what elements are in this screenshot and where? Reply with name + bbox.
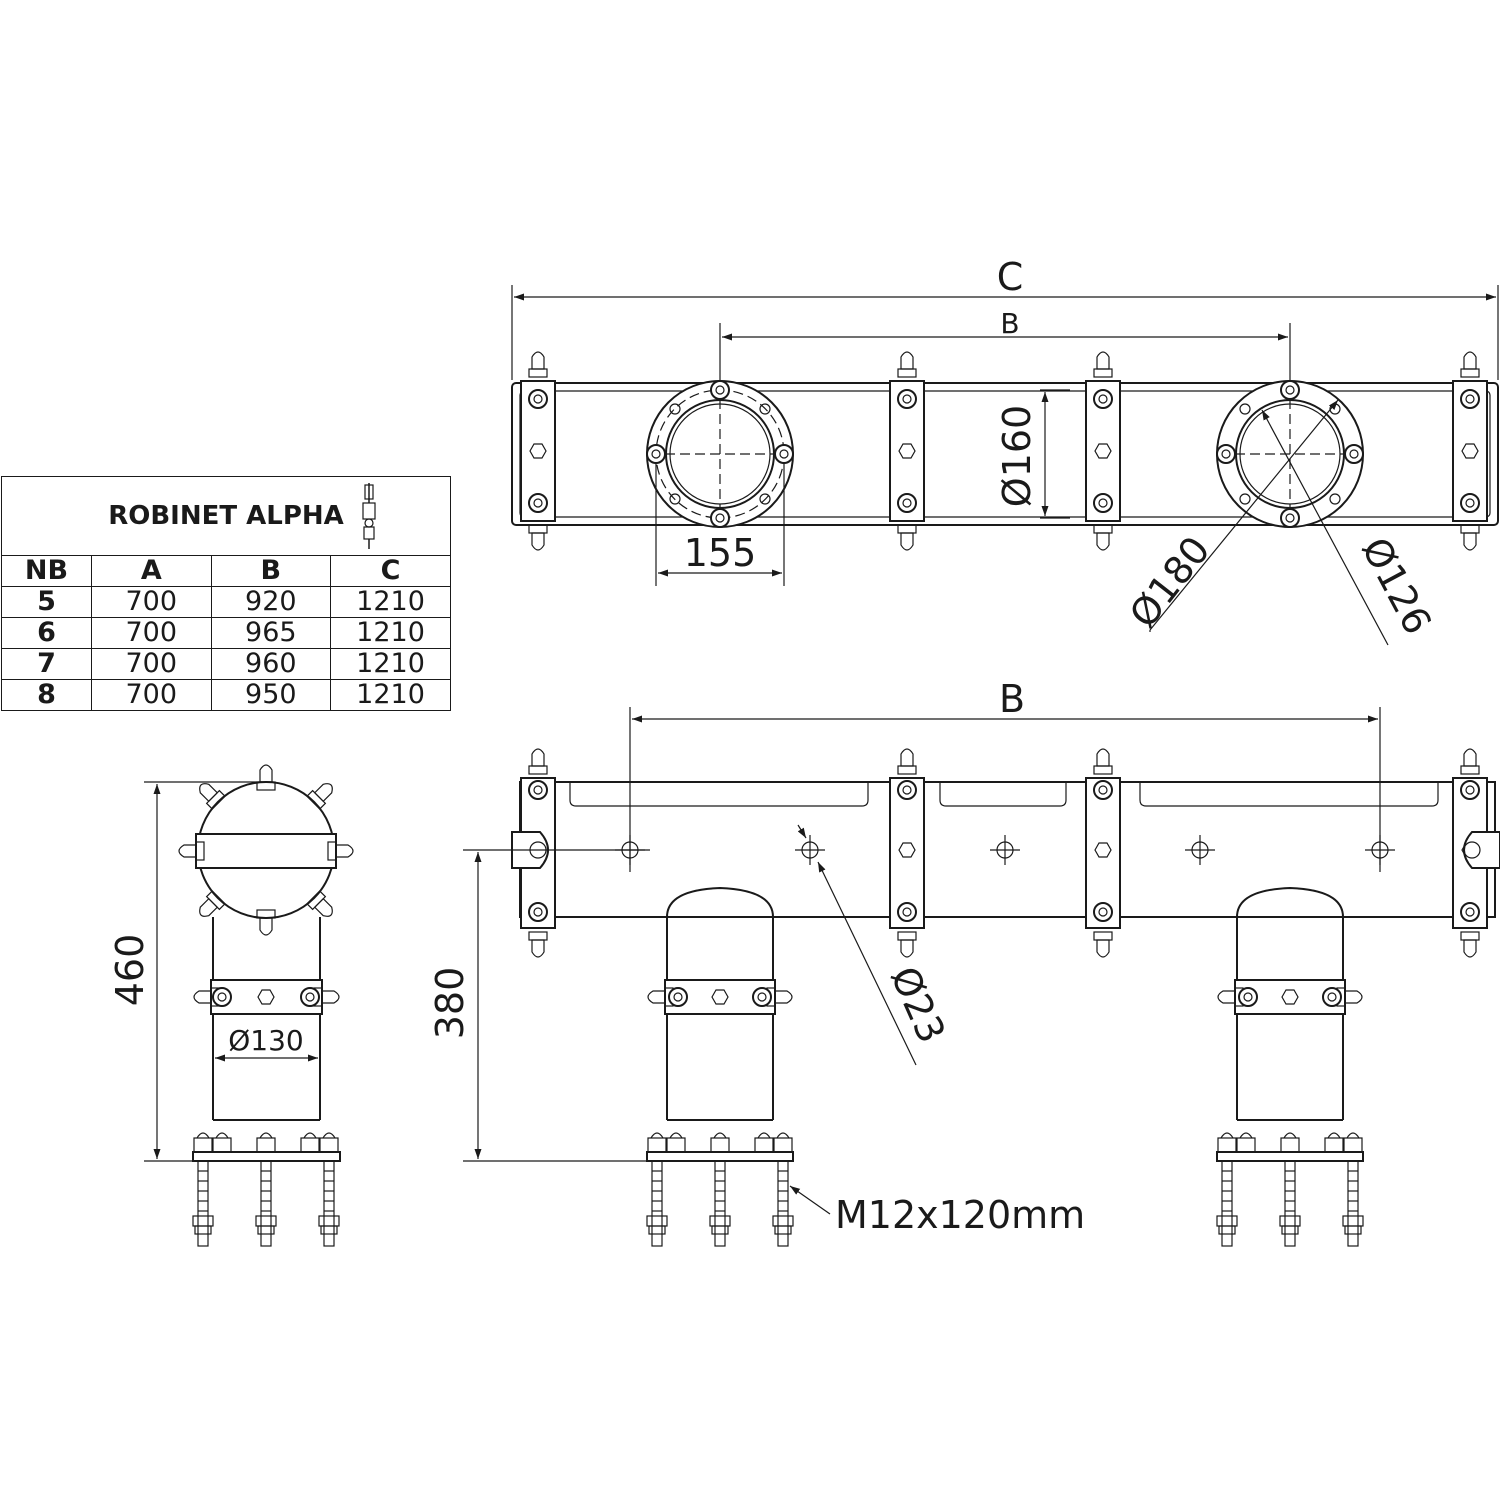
spec-table-title-cell: ROBINET ALPHA [1,476,451,556]
spec-table-title: ROBINET ALPHA [108,501,344,531]
dim-c-label: C [997,255,1024,299]
table-row: 6 700 965 1210 [1,617,451,649]
cell-c: 1210 [330,586,451,618]
clamp-top-3 [1086,352,1120,550]
side-view: Ø130 460 [108,764,354,1247]
clamp-top-4 [1453,352,1487,550]
top-view: C B Ø160 155 Ø180 Ø126 [511,255,1499,646]
cell-a: 700 [91,617,212,649]
front-view: B Ø23 380 M12x120mm [428,677,1500,1247]
clamp-front-2 [890,749,924,957]
cell-a: 700 [91,679,212,711]
spec-table: ROBINET ALPHA NB A B C 5 700 920 1210 6 … [1,476,451,711]
tap-icon [362,483,376,549]
cell-nb: 8 [1,679,92,711]
clamp-front-3 [1086,749,1120,957]
dim-460-label: 460 [108,934,152,1007]
flange-right [1216,380,1364,528]
dim-b-front-label: B [999,677,1025,721]
cell-b: 965 [210,617,332,649]
header-nb: NB [1,555,92,587]
cell-a: 700 [91,648,212,680]
table-row: 5 700 920 1210 [1,586,451,618]
cell-b: 960 [210,648,332,680]
header-a: A [91,555,212,587]
dim-d160-label: Ø160 [995,405,1039,507]
cell-nb: 5 [1,586,92,618]
cell-nb: 6 [1,617,92,649]
cell-b: 950 [210,679,332,711]
spec-table-header: NB A B C [1,555,451,587]
bolt-spec-label: M12x120mm [835,1193,1085,1237]
dim-d126-label: Ø126 [1353,530,1440,641]
clamp-top-2 [890,352,924,550]
dim-d180-label: Ø180 [1121,528,1219,636]
clamp-top-1 [521,352,555,550]
dim-d130-label: Ø130 [228,1024,303,1057]
dim-d23-label: Ø23 [882,960,954,1049]
table-row: 7 700 960 1210 [1,648,451,680]
header-b: B [210,555,332,587]
cell-c: 1210 [330,617,451,649]
dim-155-label: 155 [684,531,757,575]
cell-c: 1210 [330,679,451,711]
dim-b-top-label: B [1000,307,1019,340]
cell-a: 700 [91,586,212,618]
dim-380-label: 380 [428,967,472,1040]
cell-nb: 7 [1,648,92,680]
cell-c: 1210 [330,648,451,680]
flange-left [646,380,794,528]
cell-b: 920 [210,586,332,618]
header-c: C [330,555,451,587]
table-row: 8 700 950 1210 [1,679,451,711]
